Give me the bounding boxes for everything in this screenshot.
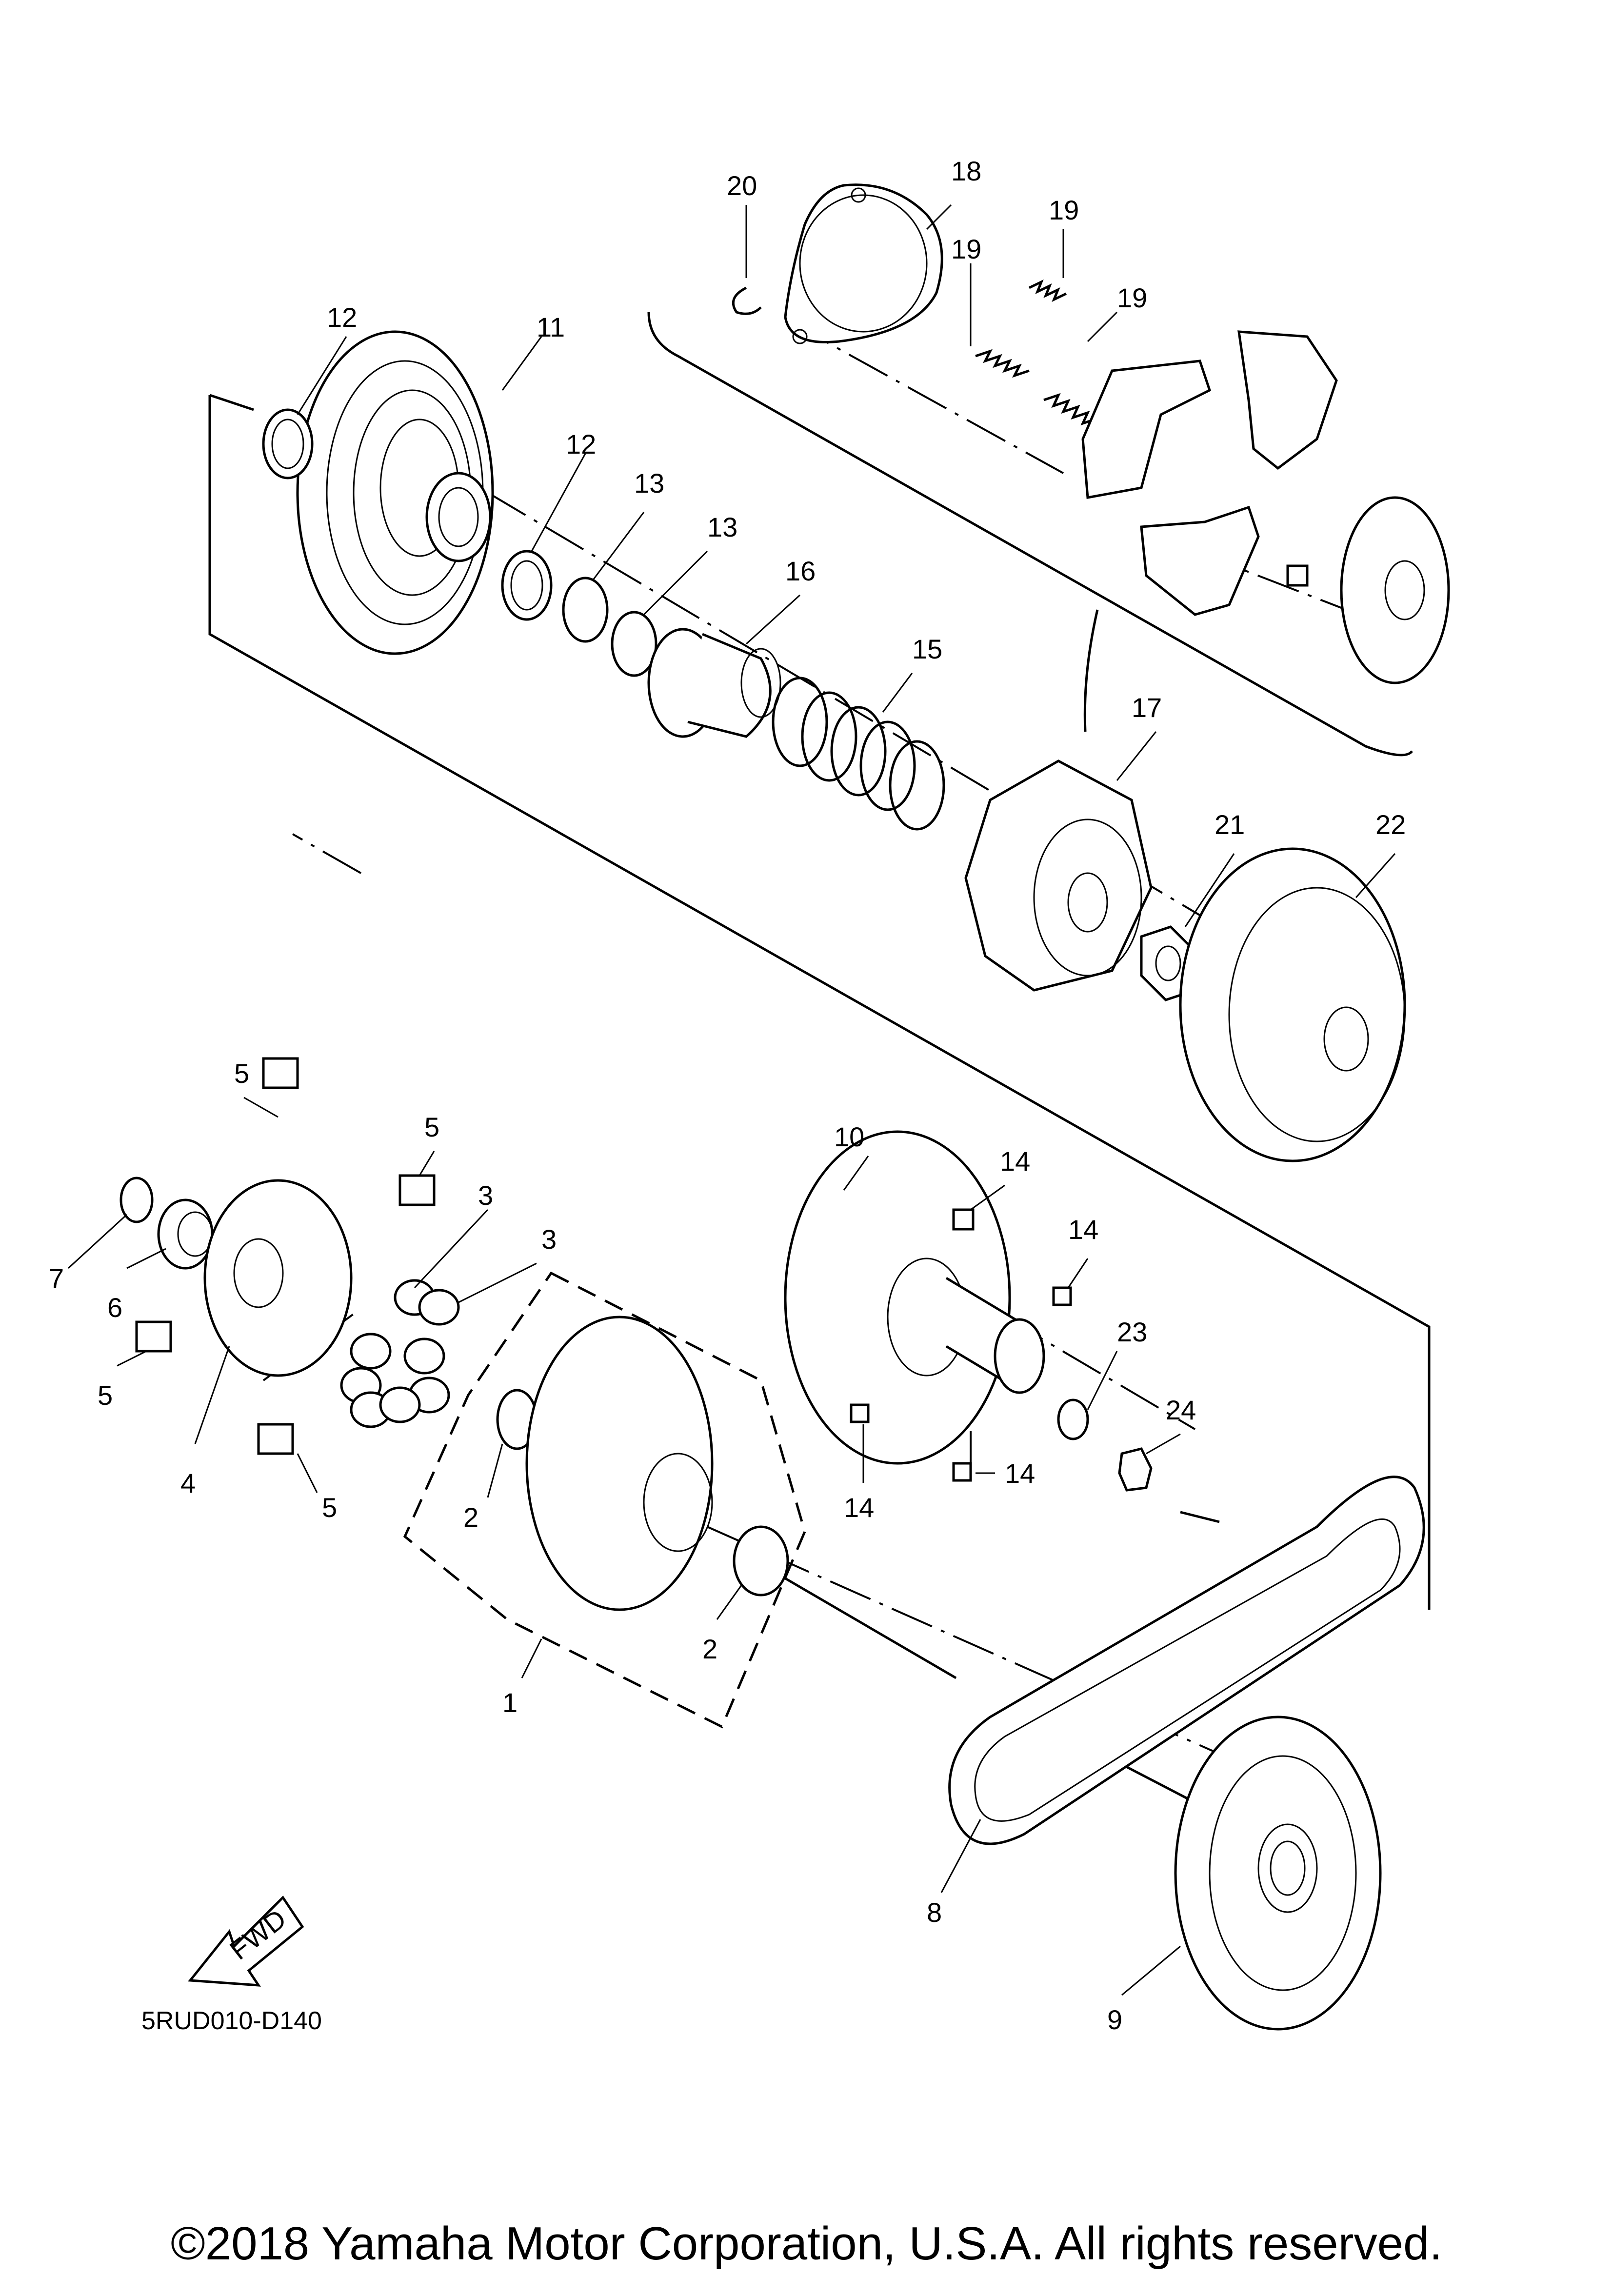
diagram-code: 5RUD010-D140 xyxy=(141,2007,322,2035)
washer-part xyxy=(1057,1398,1089,1440)
seal-part-2 xyxy=(501,550,553,621)
callout-20: 20 xyxy=(727,170,757,201)
callout-17: 17 xyxy=(1132,692,1162,723)
plate-part xyxy=(784,183,943,344)
o-ring-part-2 xyxy=(611,611,657,677)
pin-part-4 xyxy=(952,1462,972,1482)
callout-1: 1 xyxy=(502,1687,518,1718)
collar-part-2b xyxy=(733,1525,789,1597)
callout-2-a: 2 xyxy=(463,1502,478,1533)
pin-part-1 xyxy=(952,1208,975,1231)
spring-part-2 xyxy=(1028,279,1067,302)
callout-7: 7 xyxy=(49,1263,64,1294)
callout-19-a: 19 xyxy=(1049,195,1079,225)
callout-19-c: 19 xyxy=(1117,282,1147,313)
callout-16: 16 xyxy=(785,556,816,586)
fan-pulley-part xyxy=(1174,1716,1382,2031)
callout-15: 15 xyxy=(912,634,942,664)
clutch-housing-part xyxy=(1179,847,1406,1162)
slider-part-1 xyxy=(262,1057,299,1089)
v-belt-part xyxy=(948,1476,1425,1845)
callout-6: 6 xyxy=(107,1292,122,1323)
seal-inner-1 xyxy=(271,419,304,469)
callout-3-a: 3 xyxy=(478,1180,493,1211)
nut-part-24 xyxy=(1118,1447,1153,1492)
callout-21: 21 xyxy=(1215,809,1245,840)
callout-14-b: 14 xyxy=(1068,1214,1098,1245)
pin-part-2 xyxy=(1052,1286,1072,1306)
spring-part-3 xyxy=(1043,393,1098,426)
callout-5-a: 5 xyxy=(234,1058,249,1089)
callout-19-b: 19 xyxy=(951,234,981,264)
pin-part-3 xyxy=(850,1403,870,1423)
callout-24: 24 xyxy=(1166,1395,1196,1425)
callout-22: 22 xyxy=(1375,809,1406,840)
callouts: 20 18 19 19 19 12 11 12 13 13 16 15 17 2… xyxy=(49,156,1406,2035)
clutch-shoe-part xyxy=(1081,330,1338,616)
callout-10: 10 xyxy=(834,1121,864,1152)
o-ring-part-1 xyxy=(562,577,609,643)
o-ring-part-7 xyxy=(119,1177,154,1223)
bush-part xyxy=(157,1198,214,1270)
copyright-notice: ©2018 Yamaha Motor Corporation, U.S.A. A… xyxy=(170,2217,1443,2270)
callout-14-c: 14 xyxy=(844,1492,874,1523)
callout-2-b: 2 xyxy=(702,1634,717,1664)
weight-rollers-part xyxy=(340,1279,460,1428)
spring-part-1 xyxy=(975,349,1030,378)
callout-4: 4 xyxy=(180,1468,196,1498)
callout-14-a: 14 xyxy=(1000,1146,1030,1177)
callout-18: 18 xyxy=(951,156,981,186)
callout-5-b: 5 xyxy=(424,1112,439,1142)
kit-boundary xyxy=(403,1271,806,1729)
callout-3-b: 3 xyxy=(541,1224,557,1255)
callout-23: 23 xyxy=(1117,1317,1147,1347)
clutch-plate-part xyxy=(1286,496,1450,684)
clutch-carrier-part xyxy=(964,759,1153,992)
seal-part-1 xyxy=(262,408,314,479)
circlip-part xyxy=(732,286,762,315)
callout-9: 9 xyxy=(1107,2004,1122,2035)
sheave-part xyxy=(296,330,494,655)
slider-part-4 xyxy=(257,1423,294,1455)
secondary-sheave-part xyxy=(784,1130,1045,1465)
callout-12-b: 12 xyxy=(566,429,596,459)
callout-11: 11 xyxy=(537,312,565,342)
cam-part xyxy=(203,1179,353,1377)
seal-inner-2 xyxy=(510,560,543,611)
callout-13-b: 13 xyxy=(707,512,737,542)
leader-lines xyxy=(67,204,1396,1996)
callout-5-d: 5 xyxy=(322,1492,337,1523)
callout-12-a: 12 xyxy=(327,302,357,333)
slider-part-2 xyxy=(398,1174,436,1206)
slider-part-3 xyxy=(135,1320,172,1353)
compression-spring-part xyxy=(772,677,945,831)
callout-13-a: 13 xyxy=(634,468,664,499)
primary-sheave-part xyxy=(525,1316,714,1611)
callout-8: 8 xyxy=(927,1897,942,1928)
fwd-arrow-icon: FWD xyxy=(188,1896,304,1987)
collar-part xyxy=(647,628,781,738)
callout-14-d: 14 xyxy=(1005,1458,1035,1489)
callout-5-c: 5 xyxy=(98,1380,113,1411)
